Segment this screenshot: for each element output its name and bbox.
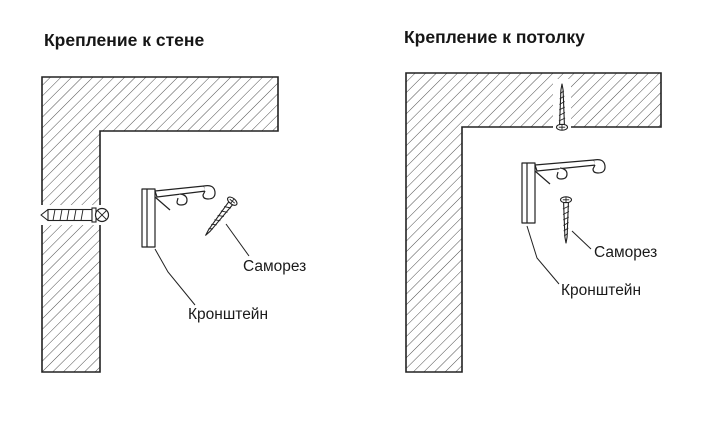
ceiling-bracket-leader-line (526, 225, 560, 285)
ceiling-bracket-label: Кронштейн (561, 282, 641, 299)
wall-panel-title: Крепление к стене (44, 30, 204, 50)
ceiling-embedded-screw-icon (553, 79, 571, 131)
wall-bracket-icon (141, 185, 216, 248)
ceiling-panel-title: Крепление к потолку (404, 27, 585, 47)
wall-screw-label: Саморез (243, 258, 306, 275)
ceiling-screw-label: Саморез (594, 244, 657, 261)
ceiling-bracket-icon (521, 159, 606, 224)
wall-bracket-leader-line (154, 248, 196, 306)
ceiling-section (405, 72, 662, 373)
wall-anchor-icon (38, 205, 112, 225)
wall-screw-leader-line (225, 223, 250, 257)
ceiling-mounting-panel: Крепление к потолку Саморез Кронштейн (404, 27, 662, 373)
wall-mounting-panel: Крепление к стене (38, 30, 306, 373)
wall-bracket-label: Кронштейн (188, 306, 268, 323)
wall-screw-icon (200, 194, 240, 240)
ceiling-screw-icon (559, 196, 573, 244)
ceiling-screw-leader-line (571, 230, 592, 250)
